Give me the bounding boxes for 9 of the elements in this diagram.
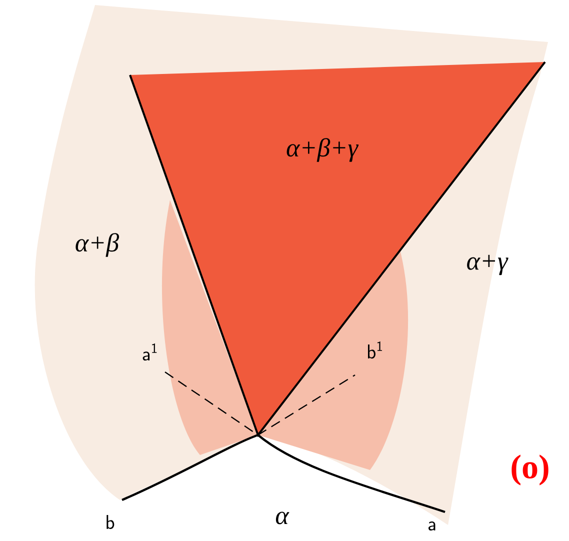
point-label: a bbox=[428, 522, 436, 530]
region-label: α bbox=[276, 512, 290, 524]
region-label: α+γ bbox=[467, 254, 508, 276]
point-label: b bbox=[106, 514, 114, 530]
region-label: α+β bbox=[76, 233, 120, 257]
panel-label: (o) bbox=[512, 454, 548, 486]
point-label: a$^{1}$ bbox=[142, 343, 157, 361]
region-label: α+β+γ bbox=[286, 138, 359, 162]
point-label: b$^{1}$ bbox=[368, 341, 382, 359]
